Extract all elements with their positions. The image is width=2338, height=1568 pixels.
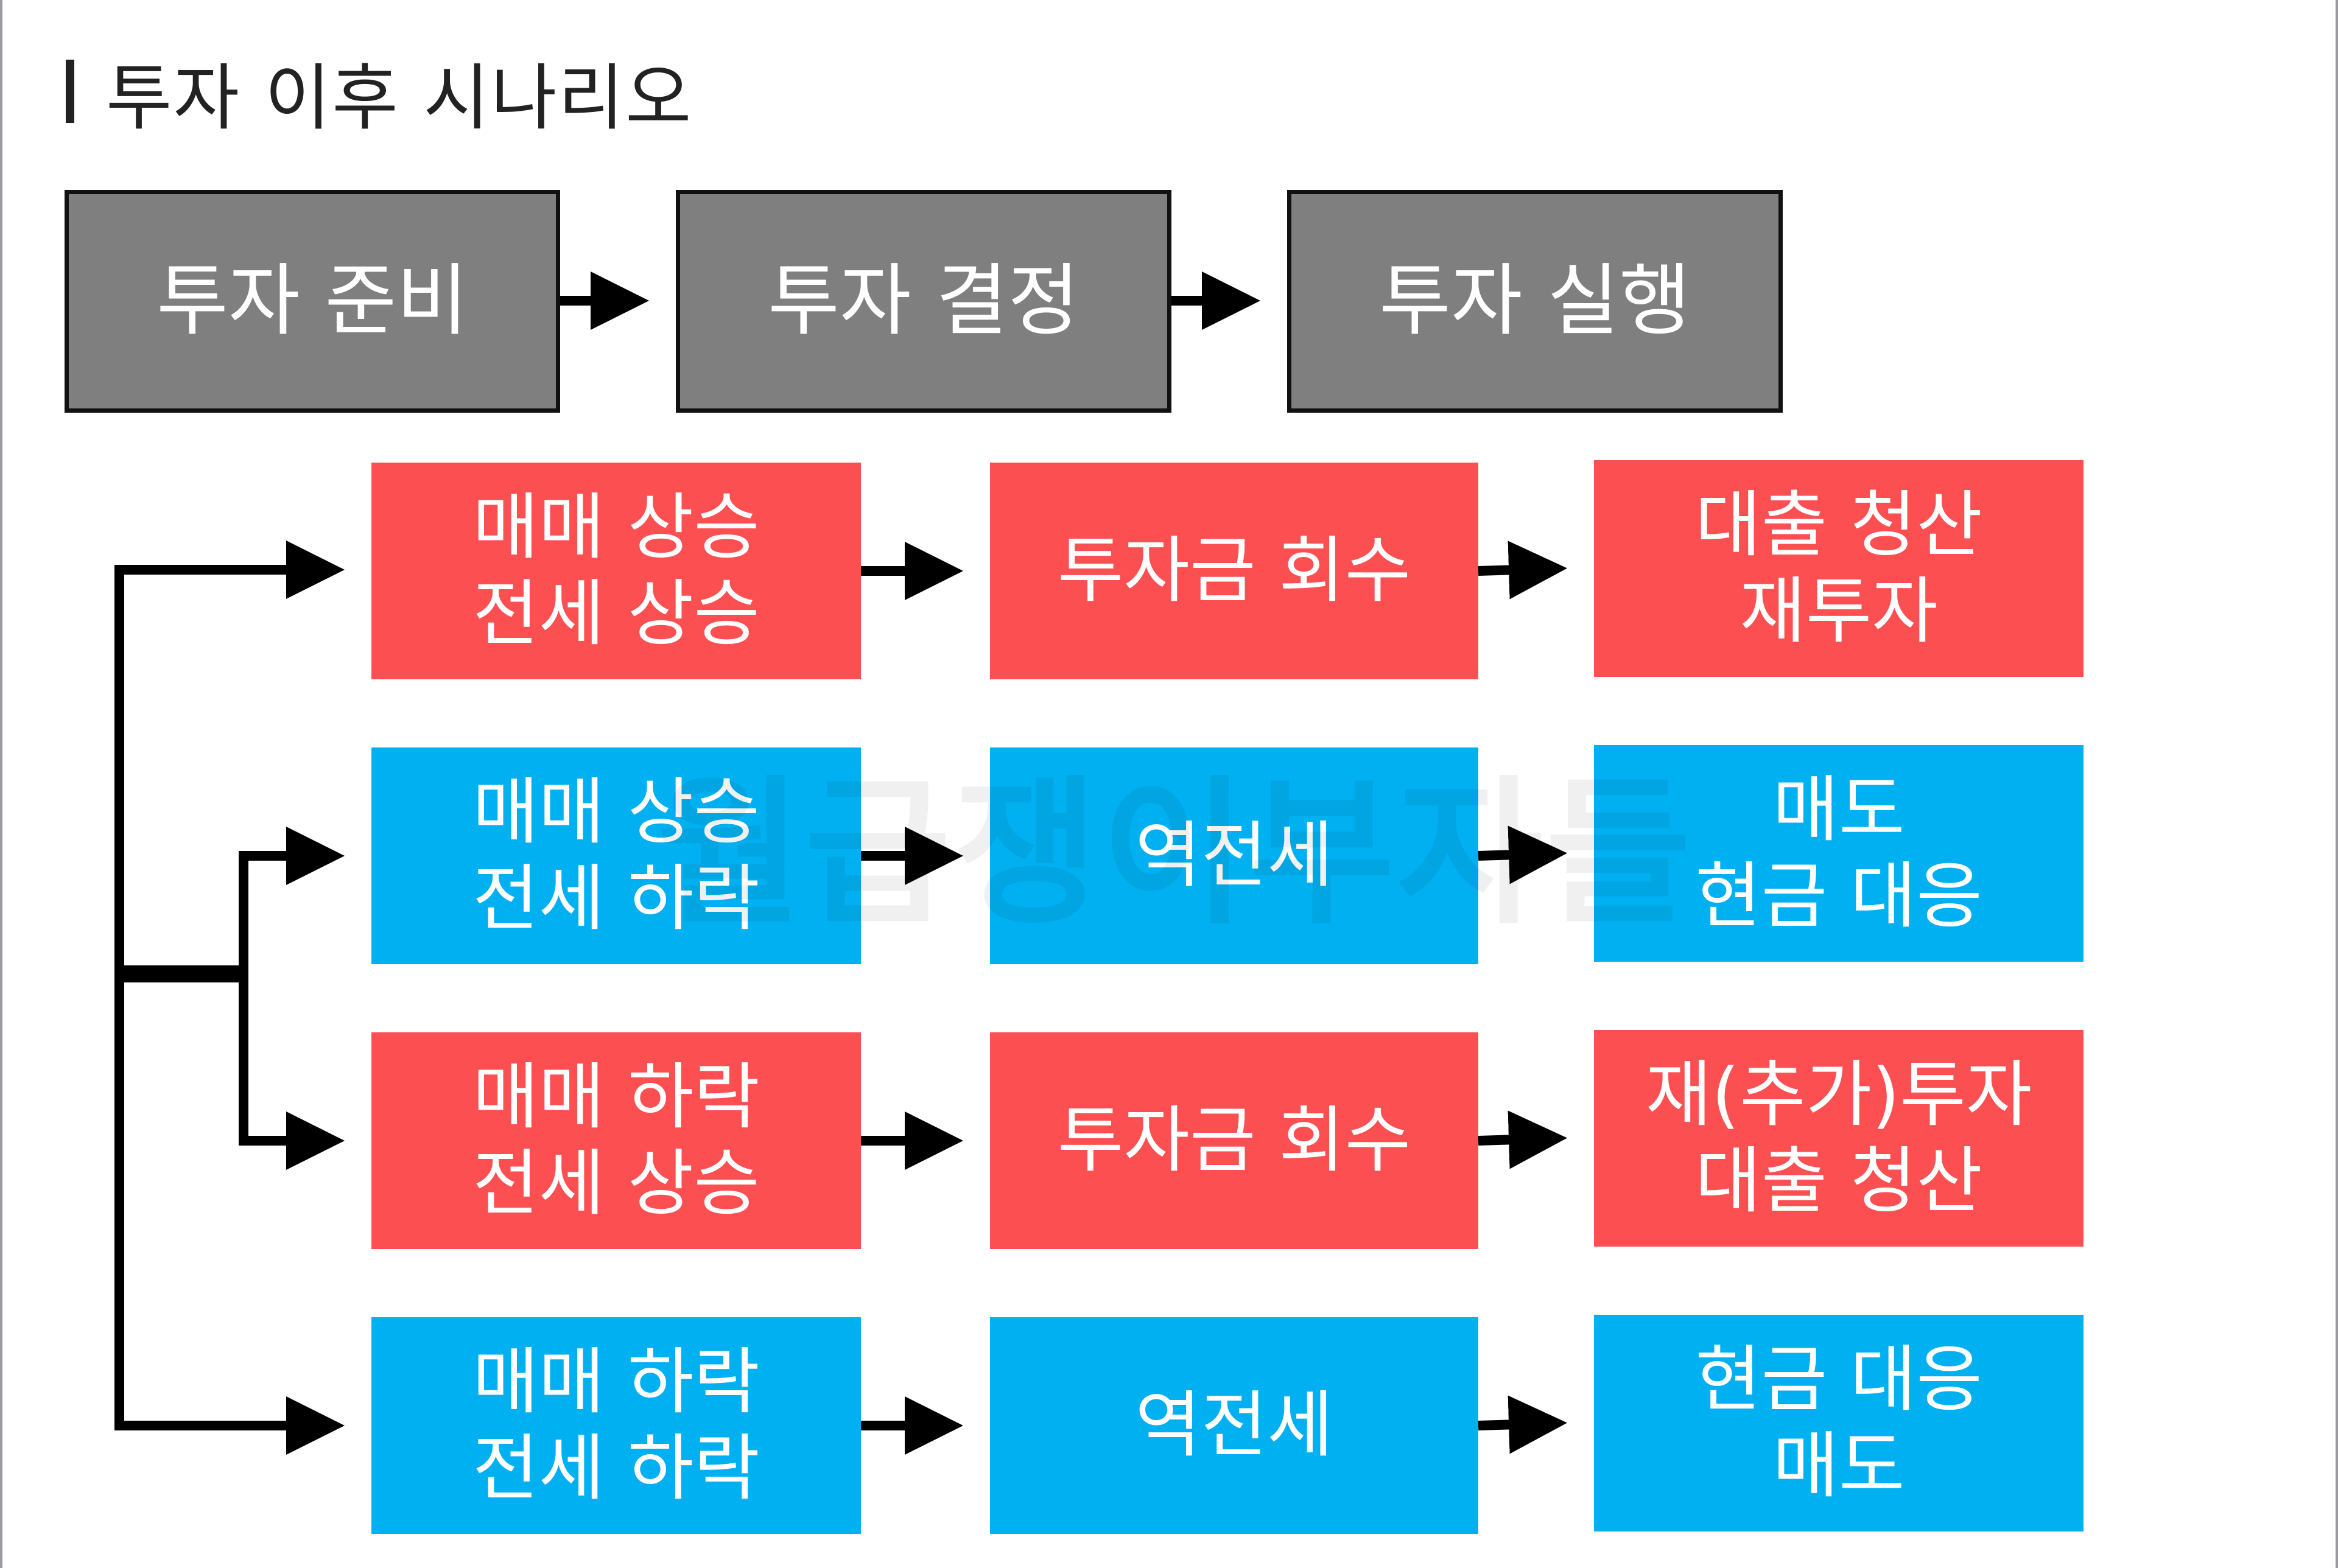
scenario-3-condition: 매매 하락 전세 상승 xyxy=(371,1032,861,1249)
flow-step-execute: 투자 실행 xyxy=(1287,190,1783,413)
outcome-line: 현금 대응 xyxy=(1695,1337,1982,1422)
step-line: 투자금 회수 xyxy=(1057,528,1411,613)
flow-step-label: 투자 준비 xyxy=(156,256,468,347)
branch-inner xyxy=(239,851,335,1146)
page-border-left xyxy=(0,0,2,1568)
scenario-4-outcome: 현금 대응 매도 xyxy=(1594,1315,2083,1531)
step-line: 역전세 xyxy=(1135,1383,1333,1468)
scenario-3-step: 투자금 회수 xyxy=(990,1032,1478,1249)
outcome-line: 매도 xyxy=(1772,768,1905,852)
title-bar-icon xyxy=(66,60,74,123)
watermark: 월급쟁이부자들 xyxy=(656,762,1694,946)
page-border-right xyxy=(2336,0,2338,1568)
outcome-line: 현금 대응 xyxy=(1695,854,1982,938)
condition-line: 매매 상승 xyxy=(472,770,760,855)
condition-line: 전세 하락 xyxy=(472,856,760,940)
arrow-row-3-b xyxy=(1478,1110,1567,1169)
page-title: 투자 이후 시나리오 xyxy=(66,43,693,140)
flow-step-label: 투자 실행 xyxy=(1379,256,1691,347)
scenario-1-step: 투자금 회수 xyxy=(990,463,1478,679)
step-line: 투자금 회수 xyxy=(1057,1098,1411,1183)
flow-step-decide: 투자 결정 xyxy=(676,190,1171,413)
scenario-4-condition: 매매 하락 전세 하락 xyxy=(371,1317,861,1534)
outcome-line: 재(추가)투자 xyxy=(1645,1052,2032,1137)
scenario-2-outcome: 매도 현금 대응 xyxy=(1594,745,2083,962)
condition-line: 매매 하락 xyxy=(472,1055,760,1139)
condition-line: 전세 상승 xyxy=(472,572,760,656)
condition-line: 전세 하락 xyxy=(472,1426,760,1510)
scenario-2-step: 역전세 xyxy=(990,747,1478,964)
scenario-4-step: 역전세 xyxy=(990,1317,1478,1534)
flow-step-prepare: 투자 준비 xyxy=(65,190,560,413)
scenario-1-condition: 매매 상승 전세 상승 xyxy=(371,463,861,679)
scenario-1-outcome: 대출 청산 재투자 xyxy=(1594,460,2083,677)
outcome-line: 대출 청산 xyxy=(1695,1139,1982,1223)
condition-line: 매매 상승 xyxy=(472,485,760,570)
branch-outer xyxy=(114,565,335,1430)
scenario-2-condition: 매매 상승 전세 하락 xyxy=(371,747,861,964)
condition-line: 전세 상승 xyxy=(472,1141,760,1225)
step-line: 역전세 xyxy=(1135,813,1333,898)
outcome-line: 재투자 xyxy=(1739,569,1938,653)
flow-step-label: 투자 결정 xyxy=(768,256,1079,347)
arrow-row-4-b xyxy=(1478,1395,1567,1454)
page-title-text: 투자 이후 시나리오 xyxy=(106,55,693,140)
outcome-line: 대출 청산 xyxy=(1695,483,1982,567)
condition-line: 매매 하락 xyxy=(472,1340,760,1424)
scenario-3-outcome: 재(추가)투자 대출 청산 xyxy=(1594,1030,2083,1247)
outcome-line: 매도 xyxy=(1772,1424,1905,1508)
arrow-row-1-b xyxy=(1478,541,1567,600)
